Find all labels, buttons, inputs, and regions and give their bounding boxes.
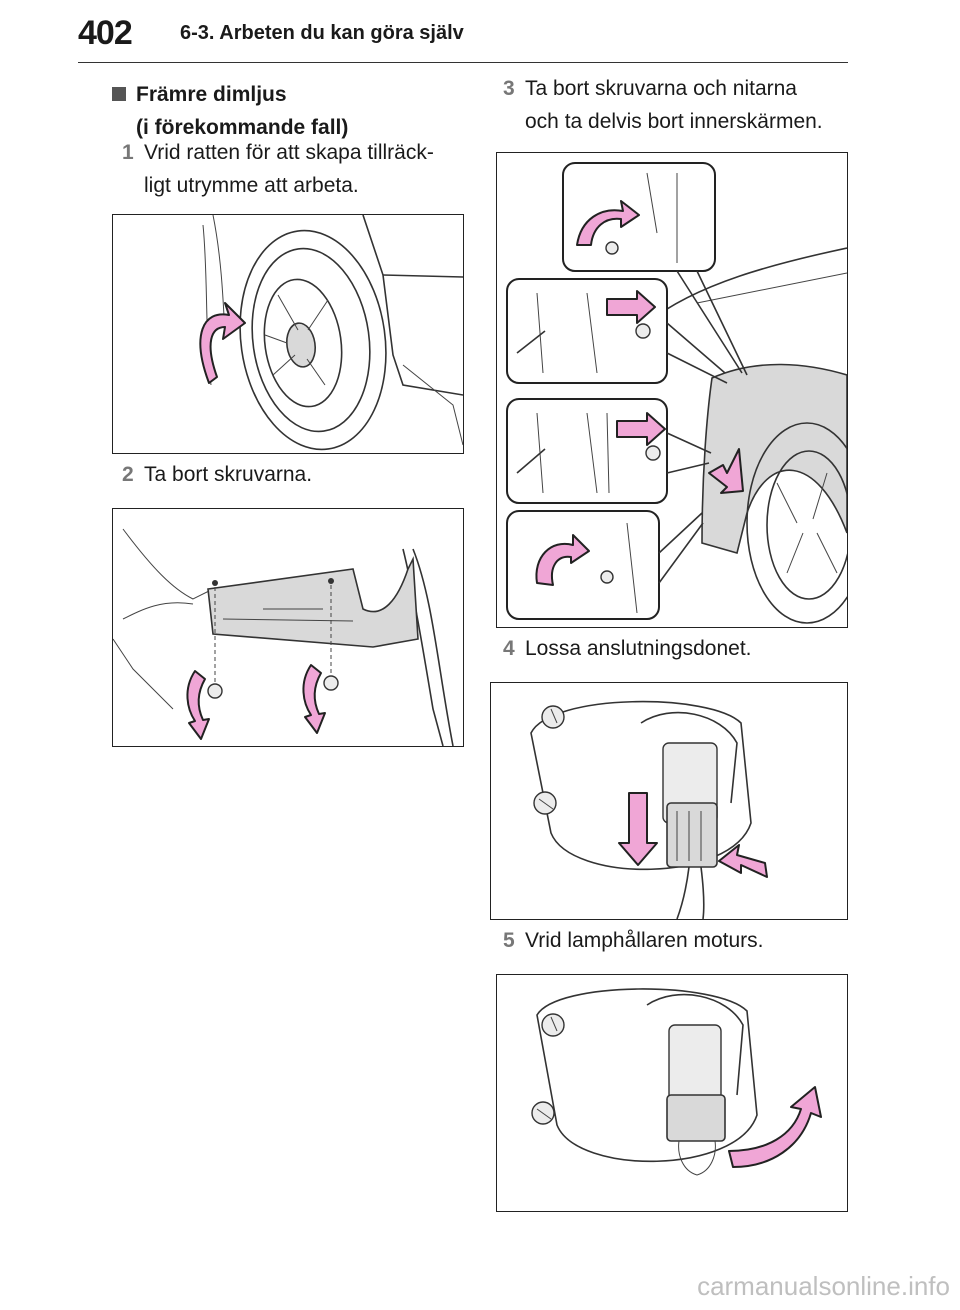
header-divider (78, 62, 848, 63)
step-text: Vrid lamphållaren moturs. (525, 929, 764, 952)
step-text: Lossa anslutningsdonet. (525, 637, 752, 660)
mudflap-illustration (113, 528, 454, 746)
step-1: 1 Vrid ratten för att skapa tillräck- lig… (122, 136, 434, 202)
figure-wheel-turn (112, 214, 464, 454)
step-5: 5 Vrid lamphållaren moturs. (503, 924, 764, 957)
figure-connector (490, 682, 848, 920)
heading-line2: (i förekommande fall) (136, 116, 349, 139)
page-header: 402 6-3. Arbeten du kan göra själv (0, 0, 960, 64)
section-title: 6-3. Arbeten du kan göra själv (180, 22, 464, 44)
step-2: 2 Ta bort skruvarna. (122, 458, 313, 491)
step-number: 4 (503, 637, 515, 660)
step-number: 5 (503, 929, 515, 952)
wheel-illustration (199, 215, 463, 451)
figure-bulb-holder (496, 974, 848, 1212)
watermark: carmanualsonline.info (697, 1271, 950, 1301)
step-number: 2 (122, 463, 134, 486)
step-text: Vrid ratten för att skapa tillräck- (144, 141, 434, 164)
bulb-holder-illustration (531, 988, 822, 1176)
step-4: 4 Lossa anslutningsdonet. (503, 632, 752, 665)
heading-square-icon (112, 87, 126, 101)
step-text: Ta bort skruvarna. (144, 463, 313, 486)
step-text-cont: ligt utrymme att arbeta. (144, 174, 359, 197)
step-number: 1 (122, 141, 134, 164)
step-text: Ta bort skruvarna och nitarna (525, 77, 797, 100)
fender-illustration (506, 162, 847, 624)
figure-remove-screws (112, 508, 464, 747)
section-heading: Främre dimljus (i förekommande fall) (112, 78, 349, 144)
step-text-cont: och ta delvis bort innerskärmen. (525, 110, 823, 133)
step-number: 3 (503, 77, 515, 100)
connector-illustration (530, 700, 768, 919)
step-3: 3 Ta bort skruvarna och nitarna och ta de… (503, 72, 823, 138)
page-number: 402 (78, 14, 133, 52)
heading-line1: Främre dimljus (136, 83, 287, 106)
figure-fender-liner (496, 152, 848, 628)
